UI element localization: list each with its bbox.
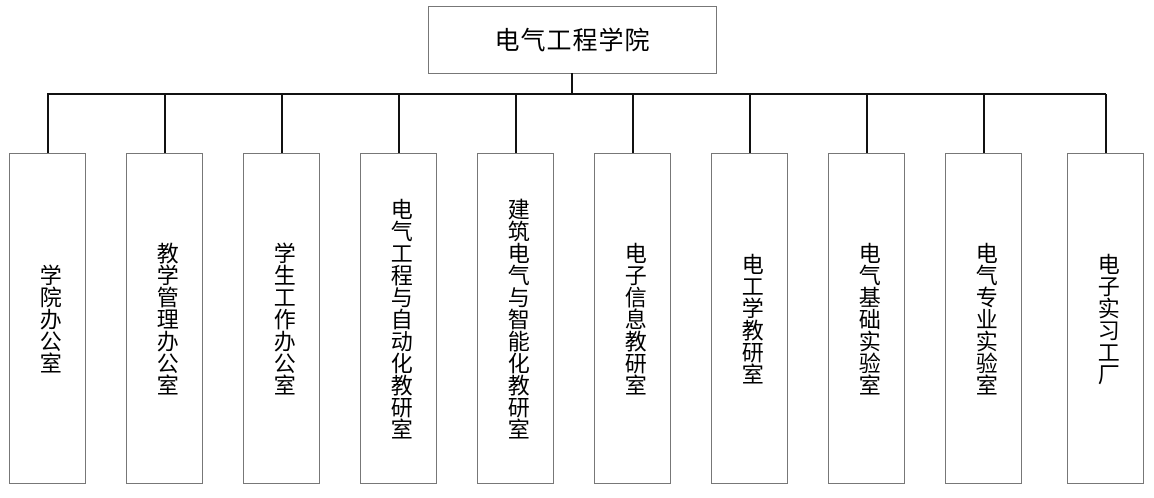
child-node-3-label: 学生工作办公室 [269, 241, 295, 396]
drop-connector-8 [866, 94, 868, 154]
drop-connector-3 [281, 94, 283, 154]
child-node-7-label: 电工学教研室 [737, 252, 763, 385]
drop-connector-1 [47, 94, 49, 154]
drop-connector-6 [632, 94, 634, 154]
child-node-9[interactable]: 电气专业实验室 [945, 153, 1022, 484]
child-node-8[interactable]: 电气基础实验室 [828, 153, 905, 484]
child-node-4[interactable]: 电气工程与自动化教研室 [360, 153, 437, 484]
drop-connector-4 [398, 94, 400, 154]
child-node-3[interactable]: 学生工作办公室 [243, 153, 320, 484]
horizontal-bus-connector [47, 93, 1106, 95]
root-node-school[interactable]: 电气工程学院 [428, 6, 717, 74]
root-stem-connector [571, 73, 573, 95]
child-node-6[interactable]: 电子信息教研室 [594, 153, 671, 484]
root-node-label: 电气工程学院 [494, 25, 651, 55]
child-node-8-label: 电气基础实验室 [854, 241, 880, 396]
drop-connector-7 [749, 94, 751, 154]
drop-connector-5 [515, 94, 517, 154]
drop-connector-2 [164, 94, 166, 154]
child-node-9-label: 电气专业实验室 [971, 241, 997, 396]
drop-connector-9 [983, 94, 985, 154]
child-node-5-label: 建筑电气与智能化教研室 [503, 197, 529, 440]
child-node-5[interactable]: 建筑电气与智能化教研室 [477, 153, 554, 484]
child-node-2-label: 教学管理办公室 [152, 241, 178, 396]
child-node-7[interactable]: 电工学教研室 [711, 153, 788, 484]
child-node-1[interactable]: 学院办公室 [9, 153, 86, 484]
child-node-10[interactable]: 电子实习工厂 [1067, 153, 1144, 484]
child-node-6-label: 电子信息教研室 [620, 241, 646, 396]
child-node-1-label: 学院办公室 [35, 263, 61, 374]
child-node-2[interactable]: 教学管理办公室 [126, 153, 203, 484]
child-node-10-label: 电子实习工厂 [1093, 252, 1119, 385]
drop-connector-10 [1105, 94, 1107, 154]
child-node-4-label: 电气工程与自动化教研室 [386, 197, 412, 440]
